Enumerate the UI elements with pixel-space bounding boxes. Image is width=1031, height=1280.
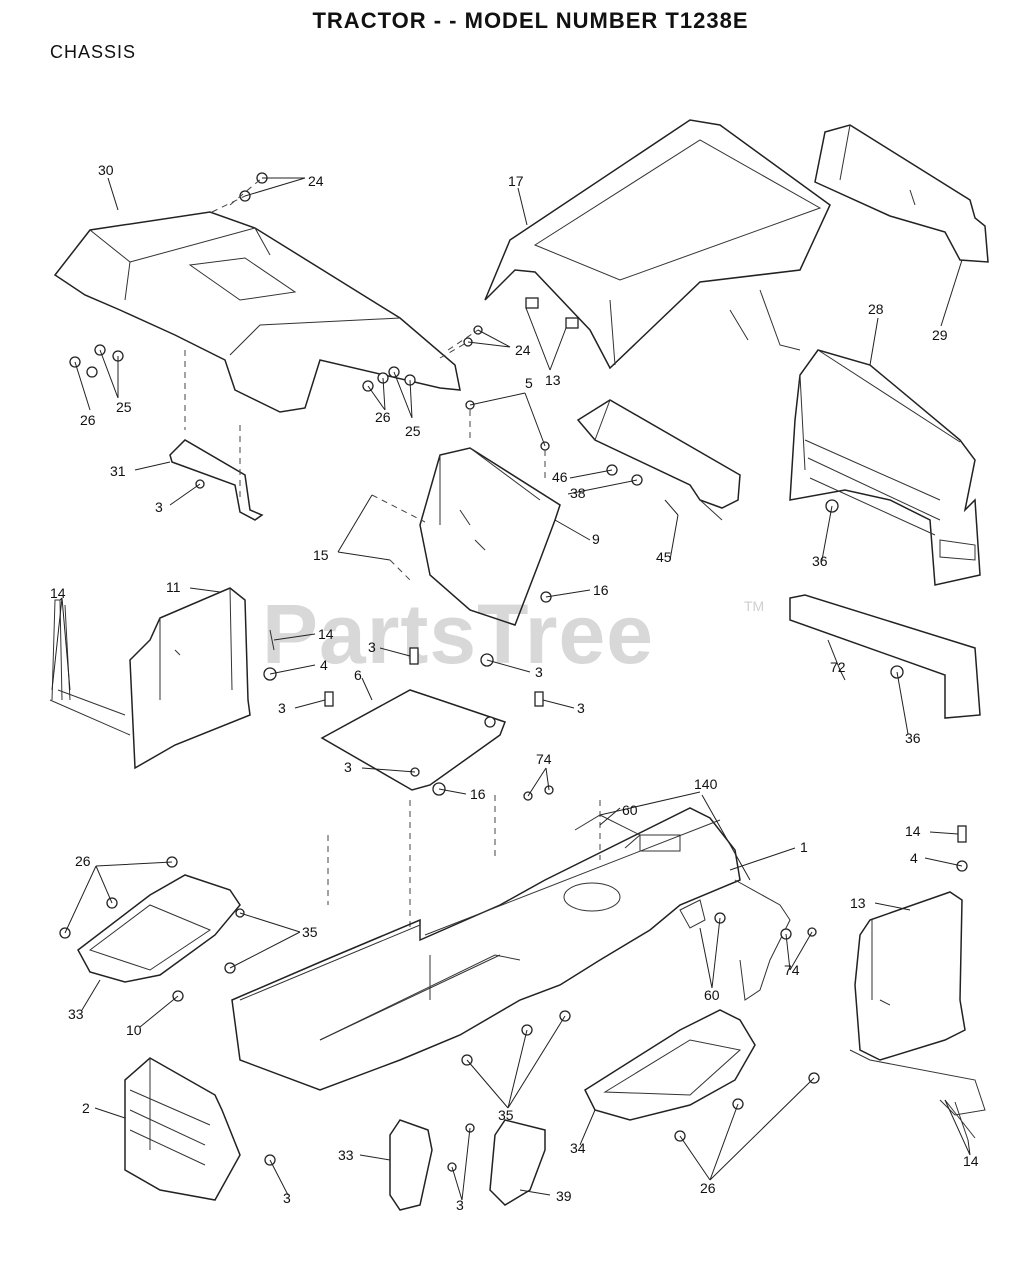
- callout-6: 6: [354, 667, 362, 683]
- page-title: TRACTOR - - MODEL NUMBER T1238E: [312, 8, 749, 33]
- part-front-bracket-2[interactable]: [124, 1057, 276, 1201]
- callout-46: 46: [552, 469, 568, 485]
- watermark-text: PartsTree: [262, 587, 654, 681]
- part-hood-screws-24b[interactable]: [439, 325, 483, 359]
- part-nut-16[interactable]: [432, 591, 552, 796]
- callout-3: 3: [456, 1197, 464, 1213]
- part-support-bracket-31[interactable]: [169, 439, 264, 521]
- callout-11: 11: [166, 579, 181, 595]
- callout-13: 13: [850, 895, 866, 911]
- section-title: CHASSIS: [50, 42, 137, 62]
- part-hardware-46-38[interactable]: [606, 464, 643, 486]
- part-rear-fender[interactable]: [53, 211, 461, 413]
- callout-38: 38: [570, 485, 586, 501]
- callout-14: 14: [905, 823, 921, 839]
- callout-25: 25: [405, 423, 421, 439]
- callout-35: 35: [302, 924, 318, 940]
- callout-30: 30: [98, 162, 114, 178]
- part-floor-plate-6[interactable]: [320, 689, 506, 791]
- callout-140: 140: [694, 776, 718, 792]
- part-grille-29[interactable]: [814, 124, 989, 263]
- callout-26: 26: [80, 412, 96, 428]
- callout-3: 3: [155, 499, 163, 515]
- callout-3: 3: [577, 700, 585, 716]
- callout-29: 29: [932, 327, 948, 343]
- part-console-9[interactable]: [419, 447, 561, 626]
- callout-60: 60: [704, 987, 720, 1003]
- callout-9: 9: [592, 531, 600, 547]
- callout-4: 4: [320, 657, 328, 673]
- callout-3: 3: [283, 1190, 291, 1206]
- callout-74: 74: [784, 962, 800, 978]
- part-bracket-72[interactable]: [789, 594, 981, 719]
- part-side-fasteners-14a[interactable]: [49, 599, 131, 736]
- callout-72: 72: [830, 659, 846, 675]
- callout-34: 34: [570, 1140, 586, 1156]
- leader-lines: [51, 177, 971, 1201]
- callout-2: 2: [82, 1100, 90, 1116]
- part-frame-bracket-140[interactable]: [574, 814, 791, 1001]
- part-hardware-14-4[interactable]: [263, 629, 277, 681]
- callout-17: 17: [508, 173, 524, 189]
- callout-26: 26: [700, 1180, 716, 1196]
- callout-3: 3: [344, 759, 352, 775]
- callout-24: 24: [308, 173, 324, 189]
- callout-14: 14: [963, 1153, 979, 1169]
- callout-3: 3: [368, 639, 376, 655]
- callout-26: 26: [375, 409, 391, 425]
- callout-13: 13: [545, 372, 561, 388]
- callout-33: 33: [68, 1006, 84, 1022]
- part-console-hardware-5[interactable]: [465, 400, 550, 480]
- callout-36: 36: [812, 553, 828, 569]
- part-grille-assembly-28[interactable]: [789, 349, 981, 586]
- part-side-panel-11[interactable]: [129, 587, 251, 770]
- callout-74: 74: [536, 751, 552, 767]
- callout-39: 39: [556, 1188, 572, 1204]
- callout-16: 16: [593, 582, 609, 598]
- callout-25: 25: [116, 399, 132, 415]
- callout-60: 60: [622, 802, 638, 818]
- callout-4: 4: [910, 850, 918, 866]
- callout-3: 3: [535, 664, 543, 680]
- part-rear-bracket-13[interactable]: [849, 891, 986, 1116]
- callout-31: 31: [110, 463, 126, 479]
- part-footrest-right-34[interactable]: [584, 1009, 820, 1142]
- callout-15: 15: [313, 547, 329, 563]
- callout-28: 28: [868, 301, 884, 317]
- part-fender-screws-24a[interactable]: [211, 172, 268, 213]
- part-hardware-74-60[interactable]: [523, 785, 817, 940]
- callout-45: 45: [656, 549, 672, 565]
- part-footrest-left-33[interactable]: [59, 856, 241, 1002]
- callout-3: 3: [278, 700, 286, 716]
- callout-24: 24: [515, 342, 531, 358]
- part-bracket-33-lower[interactable]: [389, 1119, 457, 1211]
- part-hardware-26-25b[interactable]: [362, 366, 416, 392]
- callout-5: 5: [525, 375, 533, 391]
- part-hood-body[interactable]: [484, 119, 831, 370]
- callout-35: 35: [498, 1107, 514, 1123]
- callout-14: 14: [50, 585, 66, 601]
- callout-14: 14: [318, 626, 334, 642]
- callout-16: 16: [470, 786, 486, 802]
- callout-10: 10: [126, 1022, 142, 1038]
- assembly-guide-lines: [184, 350, 601, 930]
- callout-33: 33: [338, 1147, 354, 1163]
- callout-26: 26: [75, 853, 91, 869]
- callout-36: 36: [905, 730, 921, 746]
- part-dash-bracket-45[interactable]: [576, 399, 741, 521]
- part-main-frame-1[interactable]: [231, 807, 741, 1091]
- callout-1: 1: [800, 839, 808, 855]
- callout-labels: 30 24 17 29 24 13 28 26 25 26 25 5 31 3 …: [50, 162, 979, 1213]
- part-console-screws-15[interactable]: [371, 494, 426, 581]
- part-hood-bumpers-13[interactable]: [525, 297, 579, 329]
- watermark-tm: TM: [744, 598, 765, 614]
